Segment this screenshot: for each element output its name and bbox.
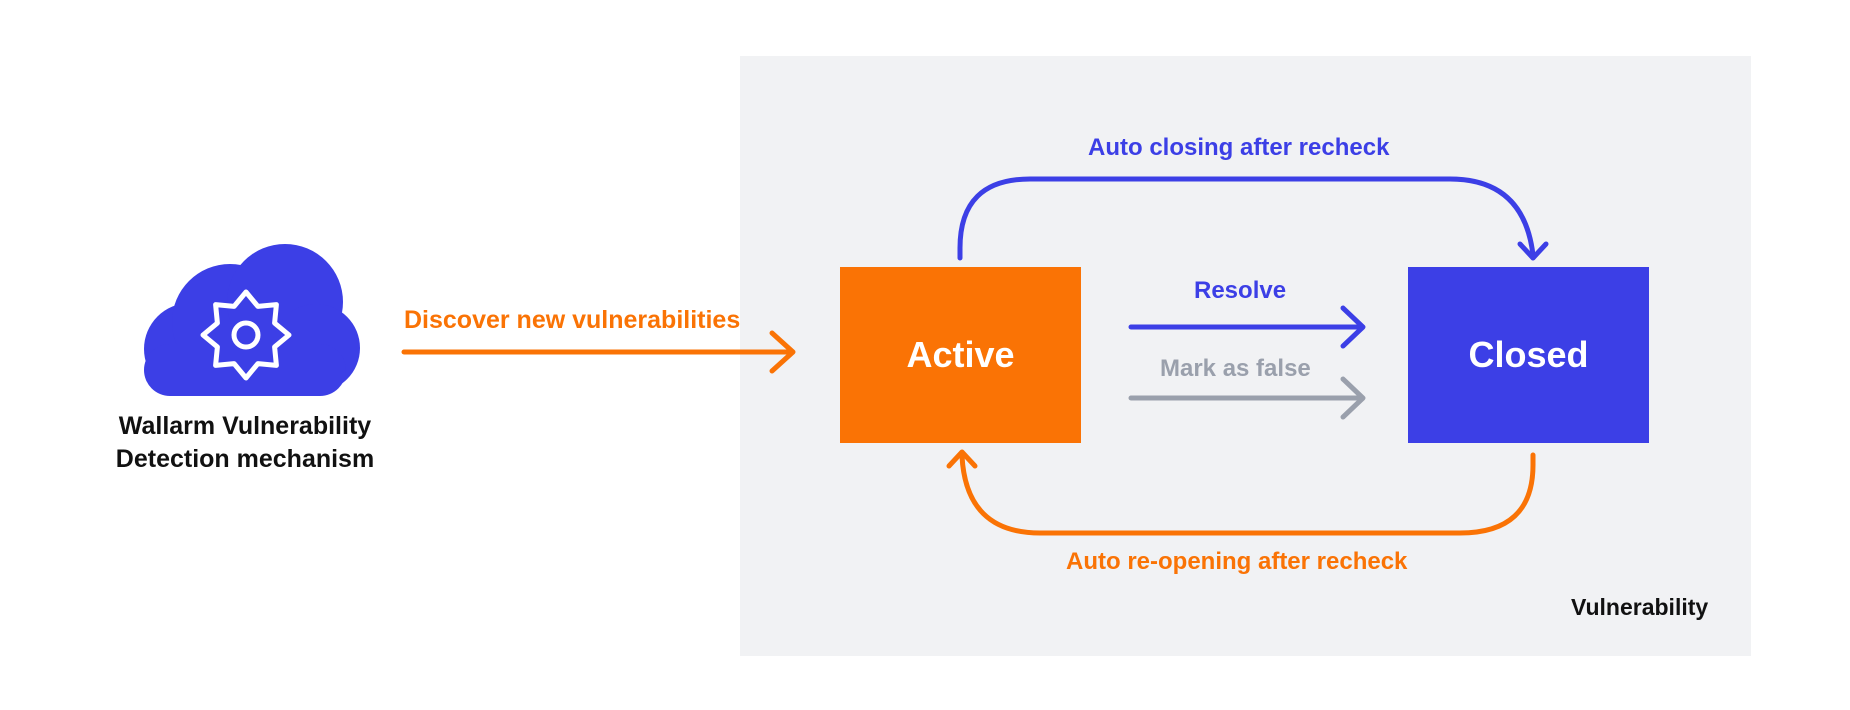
cloud-gear-icon xyxy=(144,244,360,396)
mechanism-label-line2: Detection mechanism xyxy=(115,445,375,473)
mark-false-label: Mark as false xyxy=(1160,355,1311,382)
auto-reopen-arrow xyxy=(946,449,1536,536)
auto-close-arrow xyxy=(957,176,1549,261)
auto-reopen-label: Auto re-opening after recheck xyxy=(1066,548,1408,575)
state-closed-label: Closed xyxy=(1468,334,1589,375)
discover-arrow xyxy=(401,330,796,374)
mechanism-label-line1: Wallarm Vulnerability xyxy=(118,412,372,440)
auto-close-label: Auto closing after recheck xyxy=(1088,134,1390,161)
state-active-label: Active xyxy=(906,334,1015,375)
panel-label: Vulnerability xyxy=(1571,594,1709,620)
state-closed: Closed xyxy=(1408,267,1649,443)
mark-false-arrow xyxy=(1128,376,1366,420)
resolve-arrow xyxy=(1128,305,1366,349)
mechanism-label: Wallarm Vulnerability Detection mechanis… xyxy=(90,410,400,476)
resolve-label: Resolve xyxy=(1194,277,1287,304)
discover-label: Discover new vulnerabilities xyxy=(404,306,741,334)
state-active: Active xyxy=(840,267,1081,443)
